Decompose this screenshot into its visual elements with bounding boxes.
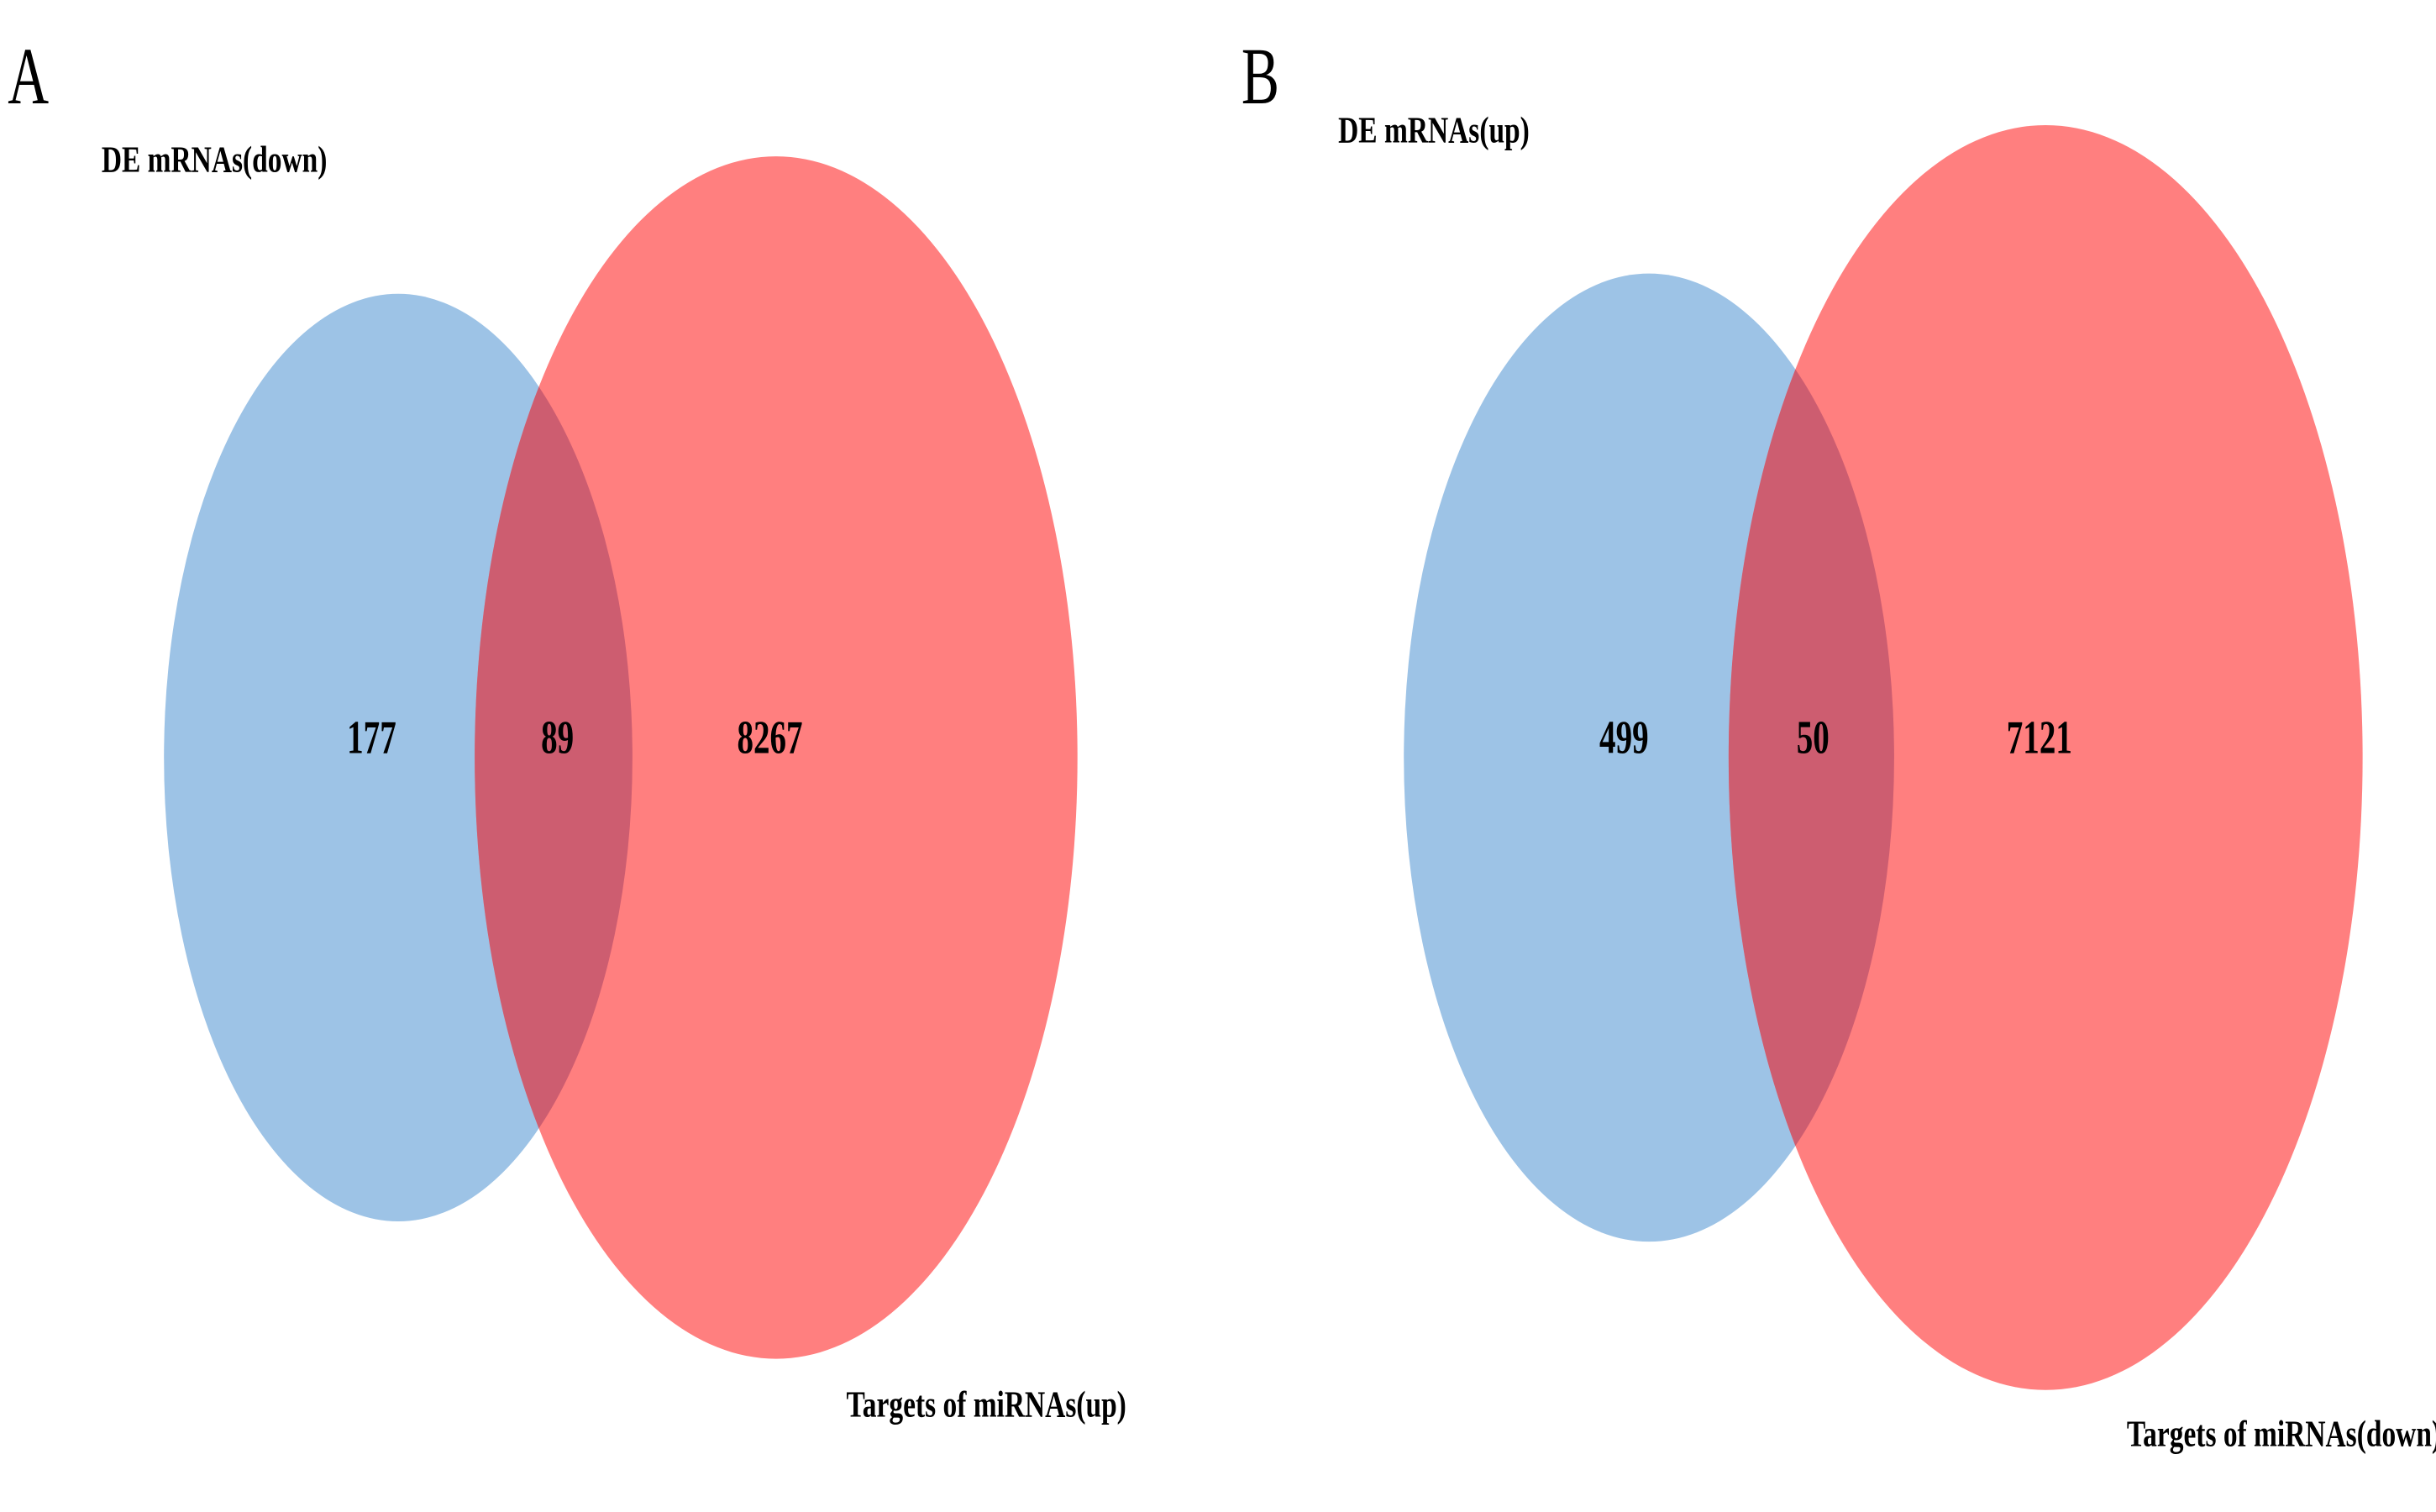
count-intersection: 89 bbox=[541, 712, 574, 764]
venn-panel-a: A DE mRNAs(down) Targets of miRNAs(up) 1… bbox=[8, 32, 1126, 1425]
set-label-targets-mirnas-up: Targets of miRNAs(up) bbox=[847, 1383, 1126, 1425]
set-ellipse-targets-mirnas-down bbox=[1728, 124, 2363, 1390]
set-label-de-mrnas-down: DE mRNAs(down) bbox=[102, 139, 328, 181]
set-ellipse-targets-mirnas-up bbox=[475, 156, 1078, 1359]
count-intersection: 50 bbox=[1797, 712, 1830, 764]
set-label-targets-mirnas-down: Targets of miRNAs(down) bbox=[2127, 1413, 2436, 1455]
count-right-only: 7121 bbox=[2007, 712, 2072, 764]
set-label-de-mrnas-up: DE mRNAs(up) bbox=[1338, 109, 1530, 151]
panel-label-a: A bbox=[8, 32, 49, 122]
panel-label-b: B bbox=[1242, 32, 1279, 122]
count-right-only: 8267 bbox=[737, 712, 802, 764]
venn-panel-b: B DE mRNAs(up) Targets of miRNAs(down) 4… bbox=[1242, 32, 2436, 1454]
count-left-only: 177 bbox=[347, 712, 396, 764]
intersection-region bbox=[475, 293, 633, 1221]
count-left-only: 499 bbox=[1599, 712, 1649, 764]
intersection-region bbox=[1728, 273, 1894, 1242]
